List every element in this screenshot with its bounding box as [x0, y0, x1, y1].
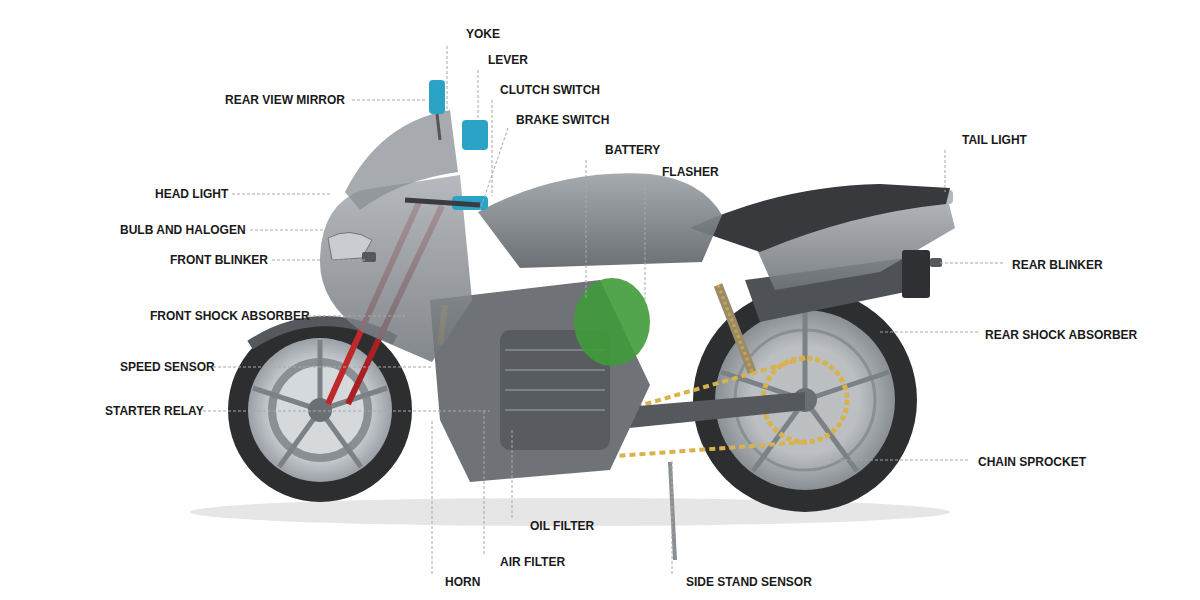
part-label: YOKE [466, 27, 500, 41]
part-label: BRAKE SWITCH [516, 113, 609, 127]
part-label: HORN [445, 575, 480, 589]
part-label: BULB AND HALOGEN [120, 223, 246, 237]
part-label: TAIL LIGHT [962, 133, 1027, 147]
part-label: OIL FILTER [530, 519, 594, 533]
part-label: STARTER RELAY [105, 404, 204, 418]
part-label: FRONT SHOCK ABSORBER [150, 309, 310, 323]
part-label: FLASHER [662, 165, 719, 179]
part-label: SPEED SENSOR [120, 360, 215, 374]
part-label: BATTERY [605, 143, 660, 157]
part-label: LEVER [488, 53, 528, 67]
part-label: HEAD LIGHT [155, 187, 228, 201]
part-label: AIR FILTER [500, 555, 565, 569]
part-label: REAR BLINKER [1012, 258, 1103, 272]
part-label: CLUTCH SWITCH [500, 83, 600, 97]
part-label: SIDE STAND SENSOR [686, 575, 812, 589]
part-label: FRONT BLINKER [170, 253, 268, 267]
part-label: REAR SHOCK ABSORBER [985, 328, 1137, 342]
part-label: REAR VIEW MIRROR [225, 93, 345, 107]
part-label: CHAIN SPROCKET [978, 455, 1086, 469]
